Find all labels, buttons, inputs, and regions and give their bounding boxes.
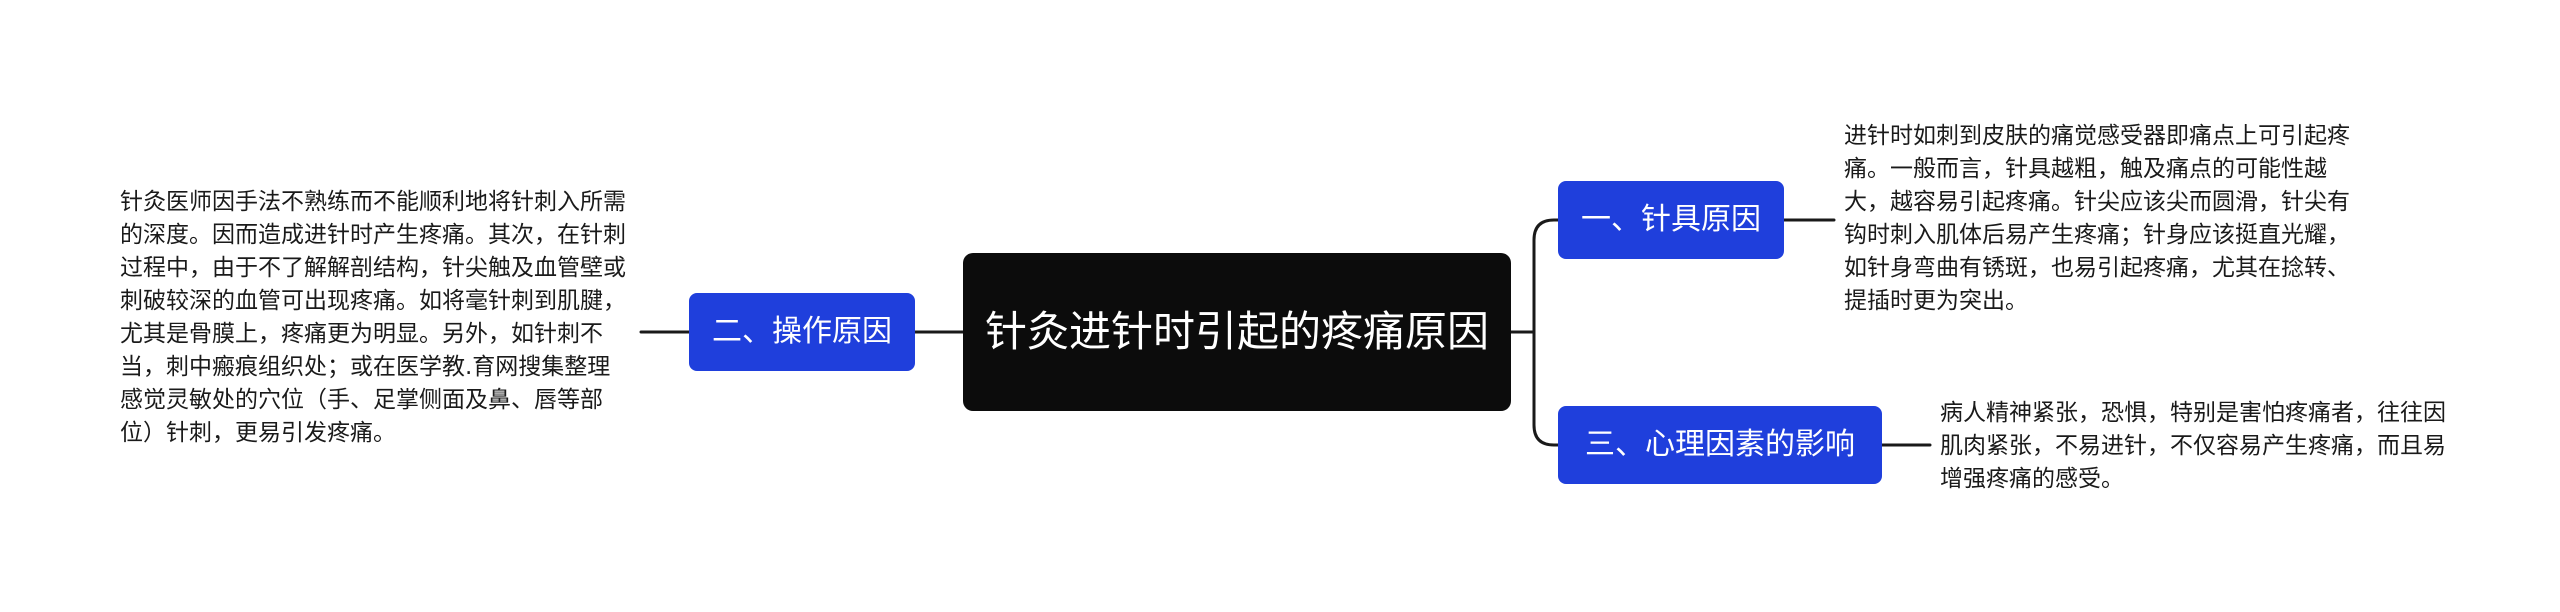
branch-psychological-factors[interactable]: 三、心理因素的影响 xyxy=(1558,406,1882,484)
branch-operation-causes[interactable]: 二、操作原因 xyxy=(689,293,915,371)
detail-psychological-factors: 病人精神紧张，恐惧，特别是害怕疼痛者，往往因肌肉紧张，不易进针，不仅容易产生疼痛… xyxy=(1940,400,2446,492)
connector-root-to-branch-1 xyxy=(1509,218,1560,334)
branch-tool-causes-label: 一、针具原因 xyxy=(1581,202,1761,237)
central-topic-label: 针灸进针时引起的疼痛原因 xyxy=(985,307,1490,356)
detail-tool-causes: 进针时如刺到皮肤的痛觉感受器即痛点上可引起疼痛。一般而言，针具越粗，触及痛点的可… xyxy=(1844,123,2350,314)
branch-tool-causes[interactable]: 一、针具原因 xyxy=(1558,181,1784,259)
branch-operation-causes-label: 二、操作原因 xyxy=(712,314,892,349)
central-topic[interactable]: 针灸进针时引起的疼痛原因 xyxy=(963,253,1511,411)
connector-root-to-branch-3 xyxy=(1532,330,1560,447)
branch-psychological-factors-label: 三、心理因素的影响 xyxy=(1585,427,1855,462)
detail-operation-causes: 针灸医师因手法不熟练而不能顺利地将针刺入所需的深度。因而造成进针时产生疼痛。其次… xyxy=(120,189,626,446)
